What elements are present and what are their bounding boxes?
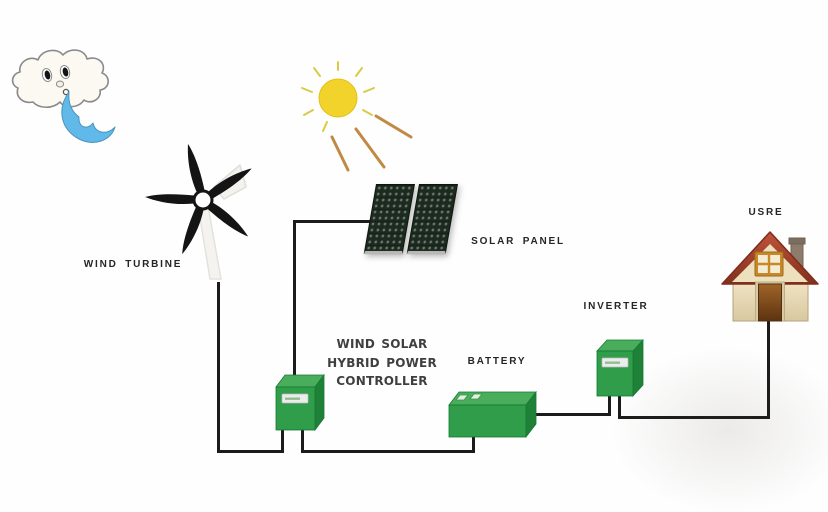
cloud-nose [55,80,65,88]
solar-panel-label: SOLAR PANEL [471,236,565,247]
house-icon [721,231,819,322]
solar-panel-left-half [363,184,415,254]
wire-solar-to-controller [293,220,373,223]
wire-solar-to-controller [293,220,296,376]
controller-label-line3: CONTROLLER [336,374,428,388]
solar-panel-right-half [406,184,458,254]
solar-panel-icon [363,184,458,254]
controller-box-icon [275,373,325,432]
wind-turbine-label: WIND TURBINE [83,259,183,270]
wire-controller-to-battery [301,450,475,453]
sun-icon [301,61,413,172]
wire-controller-to-battery [301,428,304,453]
wire-turbine-to-controller [217,450,284,453]
house-window [754,251,784,277]
controller-label-line2: HYBRID POWER [327,355,437,370]
sun-rays-long [330,114,413,172]
wire-battery-to-inverter [608,393,611,416]
controller-label-line1: WIND SOLAR [336,337,428,351]
cloud-blowing-wind-icon [11,49,116,143]
wire-inverter-to-house [618,393,621,419]
wind-gust-icon [61,91,116,143]
house-user-label: USRE [748,207,784,218]
battery-terminal [469,393,483,400]
battery-box-icon [448,390,537,439]
wind-turbine-icon [145,143,252,280]
wire-battery-to-inverter [531,413,611,416]
inverter-label: INVERTER [583,301,649,312]
battery-terminal [455,394,469,401]
battery-label: BATTERY [467,356,527,367]
house-door [755,281,785,322]
wire-controller-to-battery [472,434,475,453]
wire-inverter-to-house [767,320,770,419]
wire-turbine-to-controller [281,428,284,453]
controller-label: WIND SOLAR HYBRID POWER CONTROLLER [327,335,437,391]
wire-turbine-to-controller [217,282,220,453]
turbine-hub [192,189,214,211]
inverter-box-icon [596,338,644,398]
wire-inverter-to-house [618,416,770,419]
